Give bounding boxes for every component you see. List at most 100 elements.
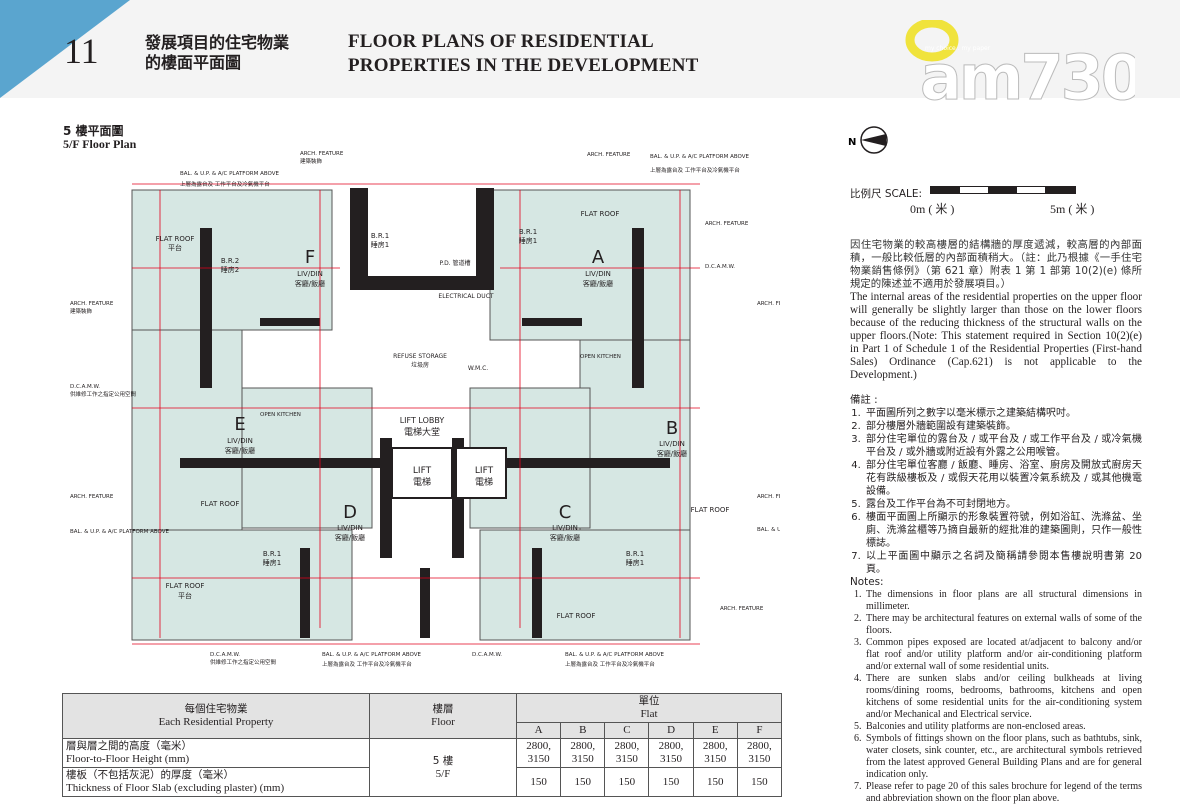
plan-bal-zh: 上層為露台及 工作平台及冷氣機平台 bbox=[322, 660, 412, 668]
unit-f-label: F bbox=[305, 247, 315, 268]
plan-arch: ARCH. FEATURE bbox=[70, 301, 114, 307]
header-title-en-line1: FLOOR PLANS OF RESIDENTIAL bbox=[348, 31, 654, 52]
table-rows-0-label-en: Floor-to-Floor Height (mm) bbox=[66, 753, 190, 765]
unit-b-label: B bbox=[666, 418, 678, 439]
notes-zh-items-1: 部分樓層外牆範圍設有建築裝飾。 bbox=[864, 420, 1142, 433]
table-h-floor-zh: 樓層 bbox=[432, 703, 454, 715]
table-rows-1-values-1: 150 bbox=[560, 767, 606, 797]
plan-units-2-room: LIV/DIN bbox=[552, 524, 578, 532]
plan-br1: B.R.1 bbox=[263, 550, 281, 558]
plan-lift-lobby: LIFT LOBBY bbox=[400, 416, 445, 425]
plan-open-kitchen: OPEN KITCHEN bbox=[580, 354, 621, 360]
plan-arch-zh: 建築裝飾 bbox=[300, 157, 323, 165]
table-rows-1-values-4: 150 bbox=[692, 767, 738, 797]
plan-br1: B.R.1 bbox=[371, 232, 389, 240]
plan-flat-roof: FLAT ROOF bbox=[166, 582, 205, 590]
plan-units-5-room-zh: 客廳/飯廳 bbox=[295, 279, 325, 288]
plan-bal: BAL. & U.P. & A/C PLATFORM ABOVE bbox=[70, 529, 170, 535]
notes-en-items-1: There may be architectural features on e… bbox=[864, 613, 1142, 637]
header-title-en-line2: PROPERTIES IN THE DEVELOPMENT bbox=[348, 55, 699, 76]
plan-arch: ARCH. FEATURE bbox=[300, 151, 344, 157]
notes-zh-items-5: 樓面平面圖上所顯示的形象裝置符號，例如浴缸、洗滌盆、坐廁、洗滌盆櫃等乃摘自最新的… bbox=[864, 511, 1142, 550]
plan-arch: ARCH. FEATURE bbox=[757, 494, 780, 500]
page-number: 11 bbox=[64, 31, 99, 71]
plan-bal: BAL. & U.P. & A/C PLATFORM ABOVE bbox=[565, 652, 665, 658]
table-h-flat-zh: 單位 bbox=[638, 695, 660, 707]
plan-dcamw-zh: 供維修工作之指定公用空間 bbox=[70, 390, 137, 398]
plan-br1: B.R.1 bbox=[519, 228, 537, 236]
br1-zh-label-a: 睡房1 bbox=[519, 236, 537, 245]
notes-en-items-3: There are sunken slabs and/or ceiling bu… bbox=[864, 673, 1142, 721]
plan-br2: B.R.2 bbox=[221, 257, 239, 265]
plan-dcamw: D.C.A.M.W. bbox=[70, 384, 100, 390]
notes-en-items-5: Symbols of fittings shown on the floor p… bbox=[864, 733, 1142, 781]
notes-zh-heading: 備註 : bbox=[850, 394, 878, 406]
dimension-lines bbox=[132, 183, 700, 645]
table-rows-1-values-3: 150 bbox=[648, 767, 694, 797]
section-title-en: FLOOR PLANS OF RESIDENTIAL PROPERTIES IN … bbox=[348, 30, 699, 78]
plan-lift-zh: 電梯 bbox=[413, 476, 431, 488]
header-title-zh-line2: 的樓面平面圖 bbox=[145, 53, 242, 72]
plan-electrical: ELECTRICAL DUCT bbox=[438, 293, 493, 300]
table-rows-1-label-en: Thickness of Floor Slab (excluding plast… bbox=[66, 782, 285, 794]
scale-bar: 比例尺 SCALE: 0m ( 米 ) 5m ( 米 ) bbox=[850, 186, 1094, 216]
table-rows-0-values-2: 2800, 3150 bbox=[604, 738, 650, 768]
plan-wmc: W.M.C. bbox=[468, 365, 488, 372]
plan-refuse: REFUSE STORAGE bbox=[393, 353, 447, 360]
plan-bal-zh: 上層為露台及 工作平台及冷氣機平台 bbox=[650, 166, 740, 174]
section-title-zh: 發展項目的住宅物業的樓面平面圖 bbox=[145, 33, 289, 73]
br1-zh-label-d: 睡房1 bbox=[263, 558, 281, 567]
notes-en-heading: Notes: bbox=[850, 576, 884, 588]
plan-arch: ARCH. FEATURE bbox=[587, 152, 631, 158]
table-flats-4: E bbox=[692, 722, 738, 739]
scale-label: 比例尺 SCALE: bbox=[850, 188, 923, 200]
table-h-flat-en: Flat bbox=[640, 708, 658, 720]
table-rows-1-values-0: 150 bbox=[515, 767, 562, 797]
unit-c-label: C bbox=[559, 502, 572, 523]
plan-bal: BAL. & U.P. & A/C PLATFORM ABOVE bbox=[322, 652, 422, 658]
plan-fill-areas bbox=[131, 189, 691, 641]
plan-flat-roof: FLAT ROOF bbox=[691, 506, 730, 514]
table-row: 層與層之間的高度（毫米）Floor-to-Floor Height (mm) 5… bbox=[62, 738, 783, 797]
statement-en: The internal areas of the residential pr… bbox=[850, 291, 1142, 381]
table-floor-en: 5/F bbox=[435, 767, 451, 780]
notes-en-list: The dimensions in floor plans are all st… bbox=[850, 589, 1142, 804]
plan-title-zh: 5 樓平面圖 bbox=[63, 124, 124, 138]
floor-plan: F LIV/DIN 客廳/飯廳 A LIV/DIN 客廳/飯廳 E LIV/DI… bbox=[70, 151, 780, 668]
plan-pd: P.D. 管道槽 bbox=[439, 259, 470, 267]
table-rows-0-values-0: 2800, 3150 bbox=[515, 738, 562, 768]
plan-units-5-room: LIV/DIN bbox=[297, 270, 323, 278]
plan-lift-zh: 電梯 bbox=[475, 476, 493, 488]
notes-en-items-2: Common pipes exposed are located at/adja… bbox=[864, 637, 1142, 673]
br1-zh-label-f: 睡房1 bbox=[371, 240, 389, 249]
plan-flat-roof-zh: 平台 bbox=[178, 591, 192, 600]
plan-open-kitchen: OPEN KITCHEN bbox=[260, 412, 301, 418]
plan-dcamw: D.C.A.M.W. bbox=[705, 264, 735, 270]
plan-units-4-room: LIV/DIN bbox=[227, 437, 253, 445]
table-rows-0-values-5: 2800, 3150 bbox=[736, 738, 783, 768]
plan-units-0-room-zh: 客廳/飯廳 bbox=[583, 279, 613, 288]
compass-north-label: N bbox=[848, 137, 856, 148]
watermark-tagline: my choice . my paper bbox=[925, 45, 991, 52]
table-flats-5: F bbox=[736, 722, 783, 739]
table-floor-zh: 5 樓 bbox=[432, 754, 454, 767]
table-rows-1-values-5: 150 bbox=[736, 767, 783, 797]
table-row: 樓板（不包括灰泥）的厚度（毫米）Thickness of Floor Slab … bbox=[62, 767, 783, 797]
notes-panel: 因住宅物業的較高樓層的結構牆的厚度遞減，較高層的內部面積，一般比較低層的內部面積… bbox=[850, 239, 1142, 804]
scale-start: 0m ( 米 ) bbox=[910, 202, 955, 216]
br1-zh-label-c: 睡房1 bbox=[626, 558, 644, 567]
plan-bal: BAL. & U.P. & A/C PLATFORM ABOVE bbox=[650, 154, 750, 160]
table-flats-2: C bbox=[604, 722, 650, 739]
am730-watermark-logo: my choice . my paper am730 bbox=[905, 20, 1135, 105]
corner-accent bbox=[0, 0, 130, 98]
scale-end: 5m ( 米 ) bbox=[1050, 202, 1095, 216]
statement-zh: 因住宅物業的較高樓層的結構牆的厚度遞減，較高層的內部面積，一般比較低層的內部面積… bbox=[850, 239, 1142, 290]
plan-units-0-room: LIV/DIN bbox=[585, 270, 611, 278]
table-flats-3: D bbox=[648, 722, 694, 739]
table-h-floor-en: Floor bbox=[431, 716, 455, 728]
unit-e-label: E bbox=[234, 414, 245, 435]
page-header bbox=[0, 0, 1180, 98]
plan-arch: ARCH. FEATURE bbox=[705, 221, 749, 227]
plan-br2-zh: 睡房2 bbox=[221, 265, 239, 274]
